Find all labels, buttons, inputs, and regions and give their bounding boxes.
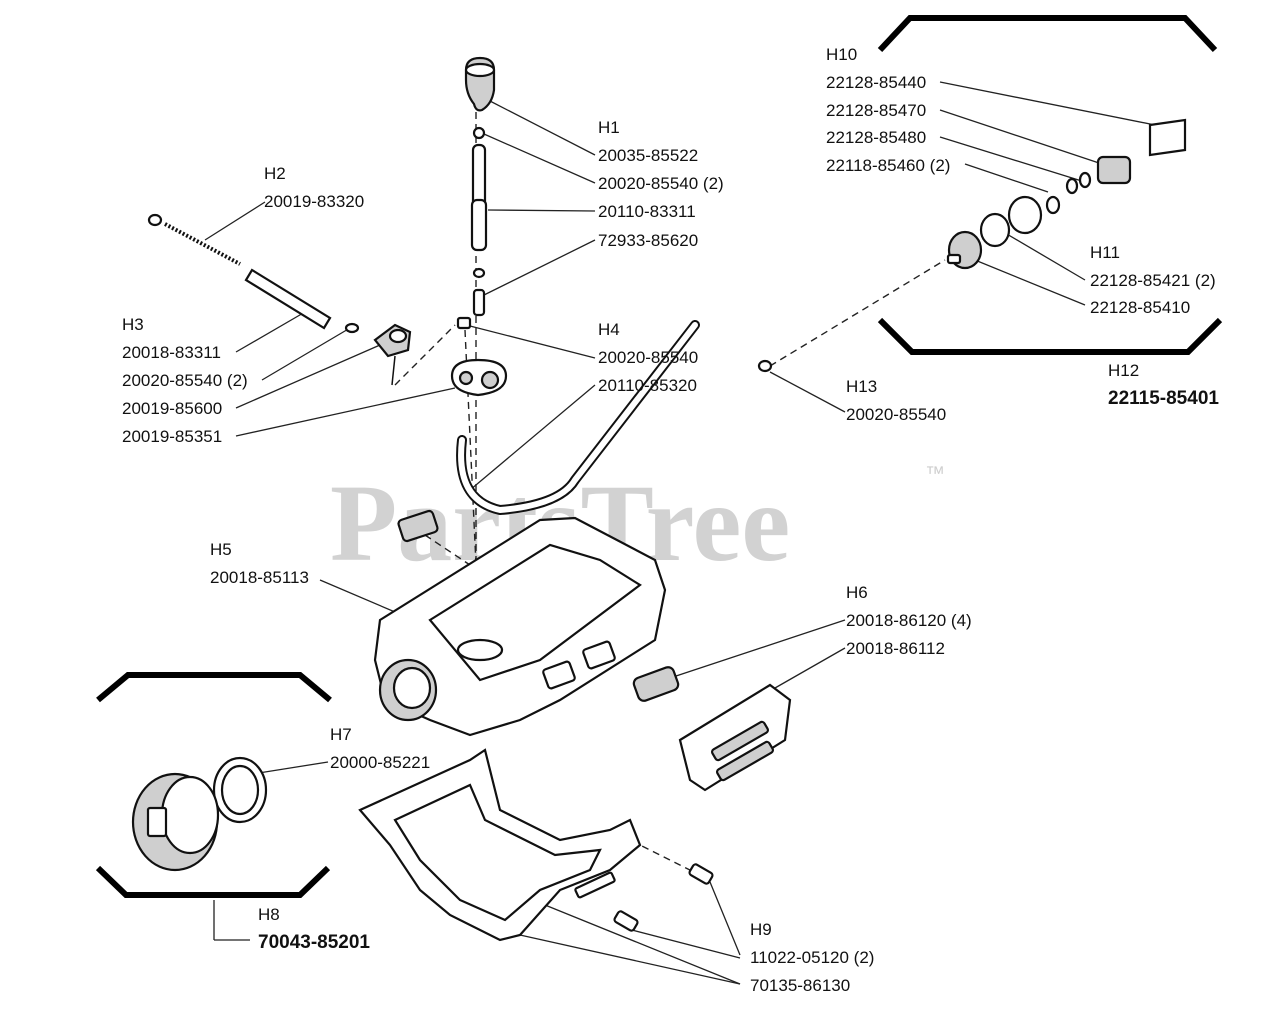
part-number: 20019-85351 [122, 427, 222, 446]
part-number: 20018-83311 [122, 343, 221, 362]
leader-line [999, 229, 1086, 281]
leader-line [204, 201, 266, 241]
fuel-hose-part [456, 320, 773, 516]
grommet-part [450, 316, 508, 397]
fuel-fitting-part [373, 323, 412, 386]
callout-h4: H4 [598, 320, 620, 339]
callout-h6: H6 [846, 583, 868, 602]
throttle-rod-part [147, 213, 360, 334]
part-number: 20019-85600 [122, 399, 222, 418]
part-labels: H1 20035-85522 20020-85540 (2) 20110-833… [122, 45, 1219, 995]
leader-line [939, 81, 1156, 126]
leader-line [544, 904, 741, 985]
part-number: 22118-85460 (2) [826, 156, 950, 175]
callout-h5: H5 [210, 540, 232, 559]
fuel-tank-part [373, 509, 667, 737]
part-number: 70043-85201 [258, 932, 370, 953]
leader-line [519, 934, 741, 985]
part-number: 20018-86112 [846, 639, 945, 658]
leader-line [939, 136, 1086, 183]
frame-part [358, 748, 714, 942]
dashed-line [394, 324, 456, 386]
leader-line [964, 163, 1049, 193]
leader-line [319, 579, 396, 613]
part-number: 11022-05120 (2) [750, 948, 874, 967]
leader-lines [204, 81, 1156, 985]
leader-line [483, 239, 596, 296]
tank-mount-part [632, 666, 792, 792]
part-number: 20035-85522 [598, 146, 698, 165]
callout-h10: H10 [826, 45, 857, 64]
primer-cap-part [464, 56, 496, 317]
leader-line [483, 133, 596, 184]
part-number: 22128-85410 [1090, 298, 1190, 317]
callout-h7: H7 [330, 725, 352, 744]
callout-h8: H8 [258, 905, 280, 924]
bracket-top [877, 15, 1218, 53]
callout-h13: H13 [846, 377, 877, 396]
bracket-bottom [877, 317, 1223, 355]
fuel-cap-part [131, 756, 268, 872]
part-number: 22128-85440 [826, 73, 926, 92]
leader-line [469, 384, 596, 491]
leader-line [774, 647, 846, 689]
part-number: 70135-86130 [750, 976, 850, 995]
part-number: 20110-83311 [598, 202, 696, 221]
callout-h3: H3 [122, 315, 144, 334]
leader-line [631, 929, 741, 959]
callout-h11: H11 [1090, 243, 1120, 262]
part-number: 20020-85540 (2) [598, 174, 724, 193]
leader-line [709, 881, 741, 956]
leader-line [235, 387, 456, 437]
part-number: 22128-85421 (2) [1090, 271, 1216, 290]
callout-h9: H9 [750, 920, 772, 939]
leader-line [487, 209, 596, 212]
part-number: 20018-86120 (4) [846, 611, 972, 630]
leader-line [469, 325, 596, 359]
part-number: 22128-85470 [826, 101, 926, 120]
bracket-h12-group [877, 15, 1223, 355]
callout-h12: H12 [1108, 361, 1139, 380]
leader-line [939, 109, 1106, 166]
part-number: 72933-85620 [598, 231, 698, 250]
part-number: 22128-85480 [826, 128, 926, 147]
part-number: 22115-85401 [1108, 388, 1219, 409]
part-number: 20018-85113 [210, 568, 309, 587]
leader-line [487, 99, 596, 156]
leader-line [235, 311, 306, 353]
bracket-h8-group [95, 672, 332, 941]
leader-line [969, 257, 1086, 306]
dashed-line [769, 259, 946, 367]
part-number: 20000-85221 [330, 753, 430, 772]
part-number: 20019-83320 [264, 192, 364, 211]
fuel-filter-part [946, 118, 1187, 270]
bracket-bottom [95, 865, 331, 898]
part-number: 20020-85540 [846, 405, 946, 424]
callout-h1: H1 [598, 118, 620, 137]
leader-line [235, 344, 381, 409]
leader-line [669, 619, 846, 679]
callout-h2: H2 [264, 164, 286, 183]
trademark-symbol: ™ [925, 463, 945, 485]
part-number: 20020-85540 (2) [122, 371, 248, 390]
leader-line [769, 371, 846, 413]
part-number: 20020-85540 [598, 348, 698, 367]
bracket-top [96, 672, 332, 703]
leader-line [261, 327, 351, 381]
part-number: 20110-85320 [598, 376, 697, 395]
